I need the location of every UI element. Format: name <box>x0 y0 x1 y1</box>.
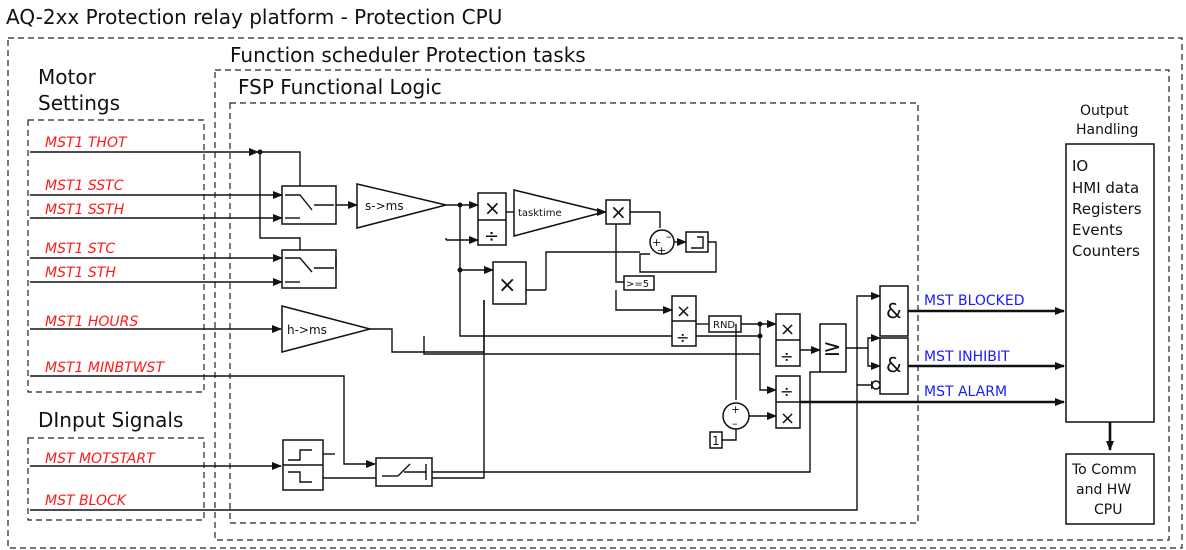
motor-settings-box <box>27 119 205 393</box>
scheduler-frame <box>214 69 1170 541</box>
output-item-hmi: HMI data <box>1072 179 1139 197</box>
signal-mst1-hours: MST1 HOURS <box>45 314 138 330</box>
muldiv-block-2: × ÷ RND <box>615 290 777 394</box>
svg-text:×: × <box>498 273 516 298</box>
output-handling-title-1: Output <box>1080 103 1129 119</box>
svg-text:h->ms: h->ms <box>287 323 327 337</box>
h-to-ms-block: h->ms <box>281 305 373 353</box>
svg-text:≥: ≥ <box>823 336 841 361</box>
signal-mst1-stc: MST1 STC <box>45 241 115 257</box>
output-mst-inhibit: MST INHIBIT <box>924 349 1010 365</box>
svg-text:>=5: >=5 <box>626 279 649 290</box>
sum-block-2: + – 1 <box>709 324 777 449</box>
input-wires <box>30 148 881 511</box>
output-item-counters: Counters <box>1072 242 1140 260</box>
signal-mst1-sth: MST1 STH <box>45 265 116 281</box>
multiplier-2: × <box>492 251 640 305</box>
output-wires <box>800 307 1065 406</box>
thot-branch <box>257 149 301 250</box>
comm-box <box>1065 453 1155 525</box>
svg-text:–: – <box>732 417 738 430</box>
scheduler-title: Function scheduler Protection tasks <box>230 43 586 67</box>
dinput-box <box>27 437 205 521</box>
motstart-logic <box>282 300 811 491</box>
svg-text:×: × <box>610 200 627 224</box>
protection-cpu-frame <box>7 37 1183 549</box>
output-handling-title-2: Handling <box>1076 122 1138 138</box>
svg-text:tasktime: tasktime <box>518 208 562 219</box>
signal-mst1-minbtwst: MST1 MINBTWST <box>45 360 165 376</box>
svg-text:&: & <box>886 299 902 323</box>
signal-mst1-sstc: MST1 SSTC <box>45 178 124 194</box>
svg-text:÷: ÷ <box>676 328 689 347</box>
comparator-geq: ≥ <box>423 323 881 403</box>
s-to-ms-block: s->ms <box>336 183 447 229</box>
comm-line-2: and HW <box>1076 482 1131 498</box>
output-item-io: IO <box>1072 157 1088 175</box>
svg-text:×: × <box>676 301 691 322</box>
svg-text:1: 1 <box>712 434 720 448</box>
switch-sstc-ssth <box>281 185 337 225</box>
output-mst-alarm: MST ALARM <box>924 384 1007 400</box>
output-mst-blocked: MST BLOCKED <box>924 293 1024 309</box>
motor-settings-title-1: Motor <box>38 65 97 89</box>
switch-stc-sth <box>281 249 337 289</box>
output-item-events: Events <box>1072 221 1123 239</box>
svg-text:–: – <box>666 230 672 243</box>
signal-mst1-thot: MST1 THOT <box>45 135 128 151</box>
muldiv-block-3: × ÷ <box>775 313 821 367</box>
svg-text:&: & <box>886 353 902 377</box>
output-item-registers: Registers <box>1072 200 1142 218</box>
muldiv-block-4: ÷ × <box>775 375 801 429</box>
svg-text:÷: ÷ <box>484 226 499 247</box>
svg-text:+: + <box>657 244 666 257</box>
svg-text:×: × <box>780 319 795 340</box>
svg-text:RND: RND <box>713 320 735 331</box>
motor-settings-title-2: Settings <box>38 91 120 115</box>
svg-text:×: × <box>484 196 501 220</box>
dinput-title: DInput Signals <box>38 408 183 432</box>
muldiv-block-1: × ÷ <box>477 192 507 247</box>
multiplier-1: × <box>605 199 631 225</box>
signal-mst-motstart: MST MOTSTART <box>45 451 156 467</box>
comm-line-1: To Comm <box>1071 462 1137 478</box>
signal-mst1-ssth: MST1 SSTH <box>45 202 125 218</box>
svg-text:÷: ÷ <box>780 382 793 401</box>
output-handling-box <box>1065 143 1155 423</box>
tasktime-block: tasktime <box>506 189 607 237</box>
wire-h-ms <box>370 236 485 353</box>
and-gates: & & <box>856 285 909 395</box>
svg-text:×: × <box>780 408 795 429</box>
svg-text:s->ms: s->ms <box>365 199 404 213</box>
signal-mst-block: MST BLOCK <box>45 493 128 509</box>
wires-s-ms <box>335 201 760 337</box>
sum-block-1: + + – >=5 <box>615 211 717 291</box>
svg-text:+: + <box>731 403 740 416</box>
svg-text:÷: ÷ <box>780 347 793 366</box>
svg-text:+: + <box>652 236 661 249</box>
fsp-title: FSP Functional Logic <box>238 75 442 99</box>
diagram-title: AQ-2xx Protection relay platform - Prote… <box>6 5 502 29</box>
comm-line-3: CPU <box>1094 502 1122 518</box>
fsp-frame <box>229 102 919 524</box>
